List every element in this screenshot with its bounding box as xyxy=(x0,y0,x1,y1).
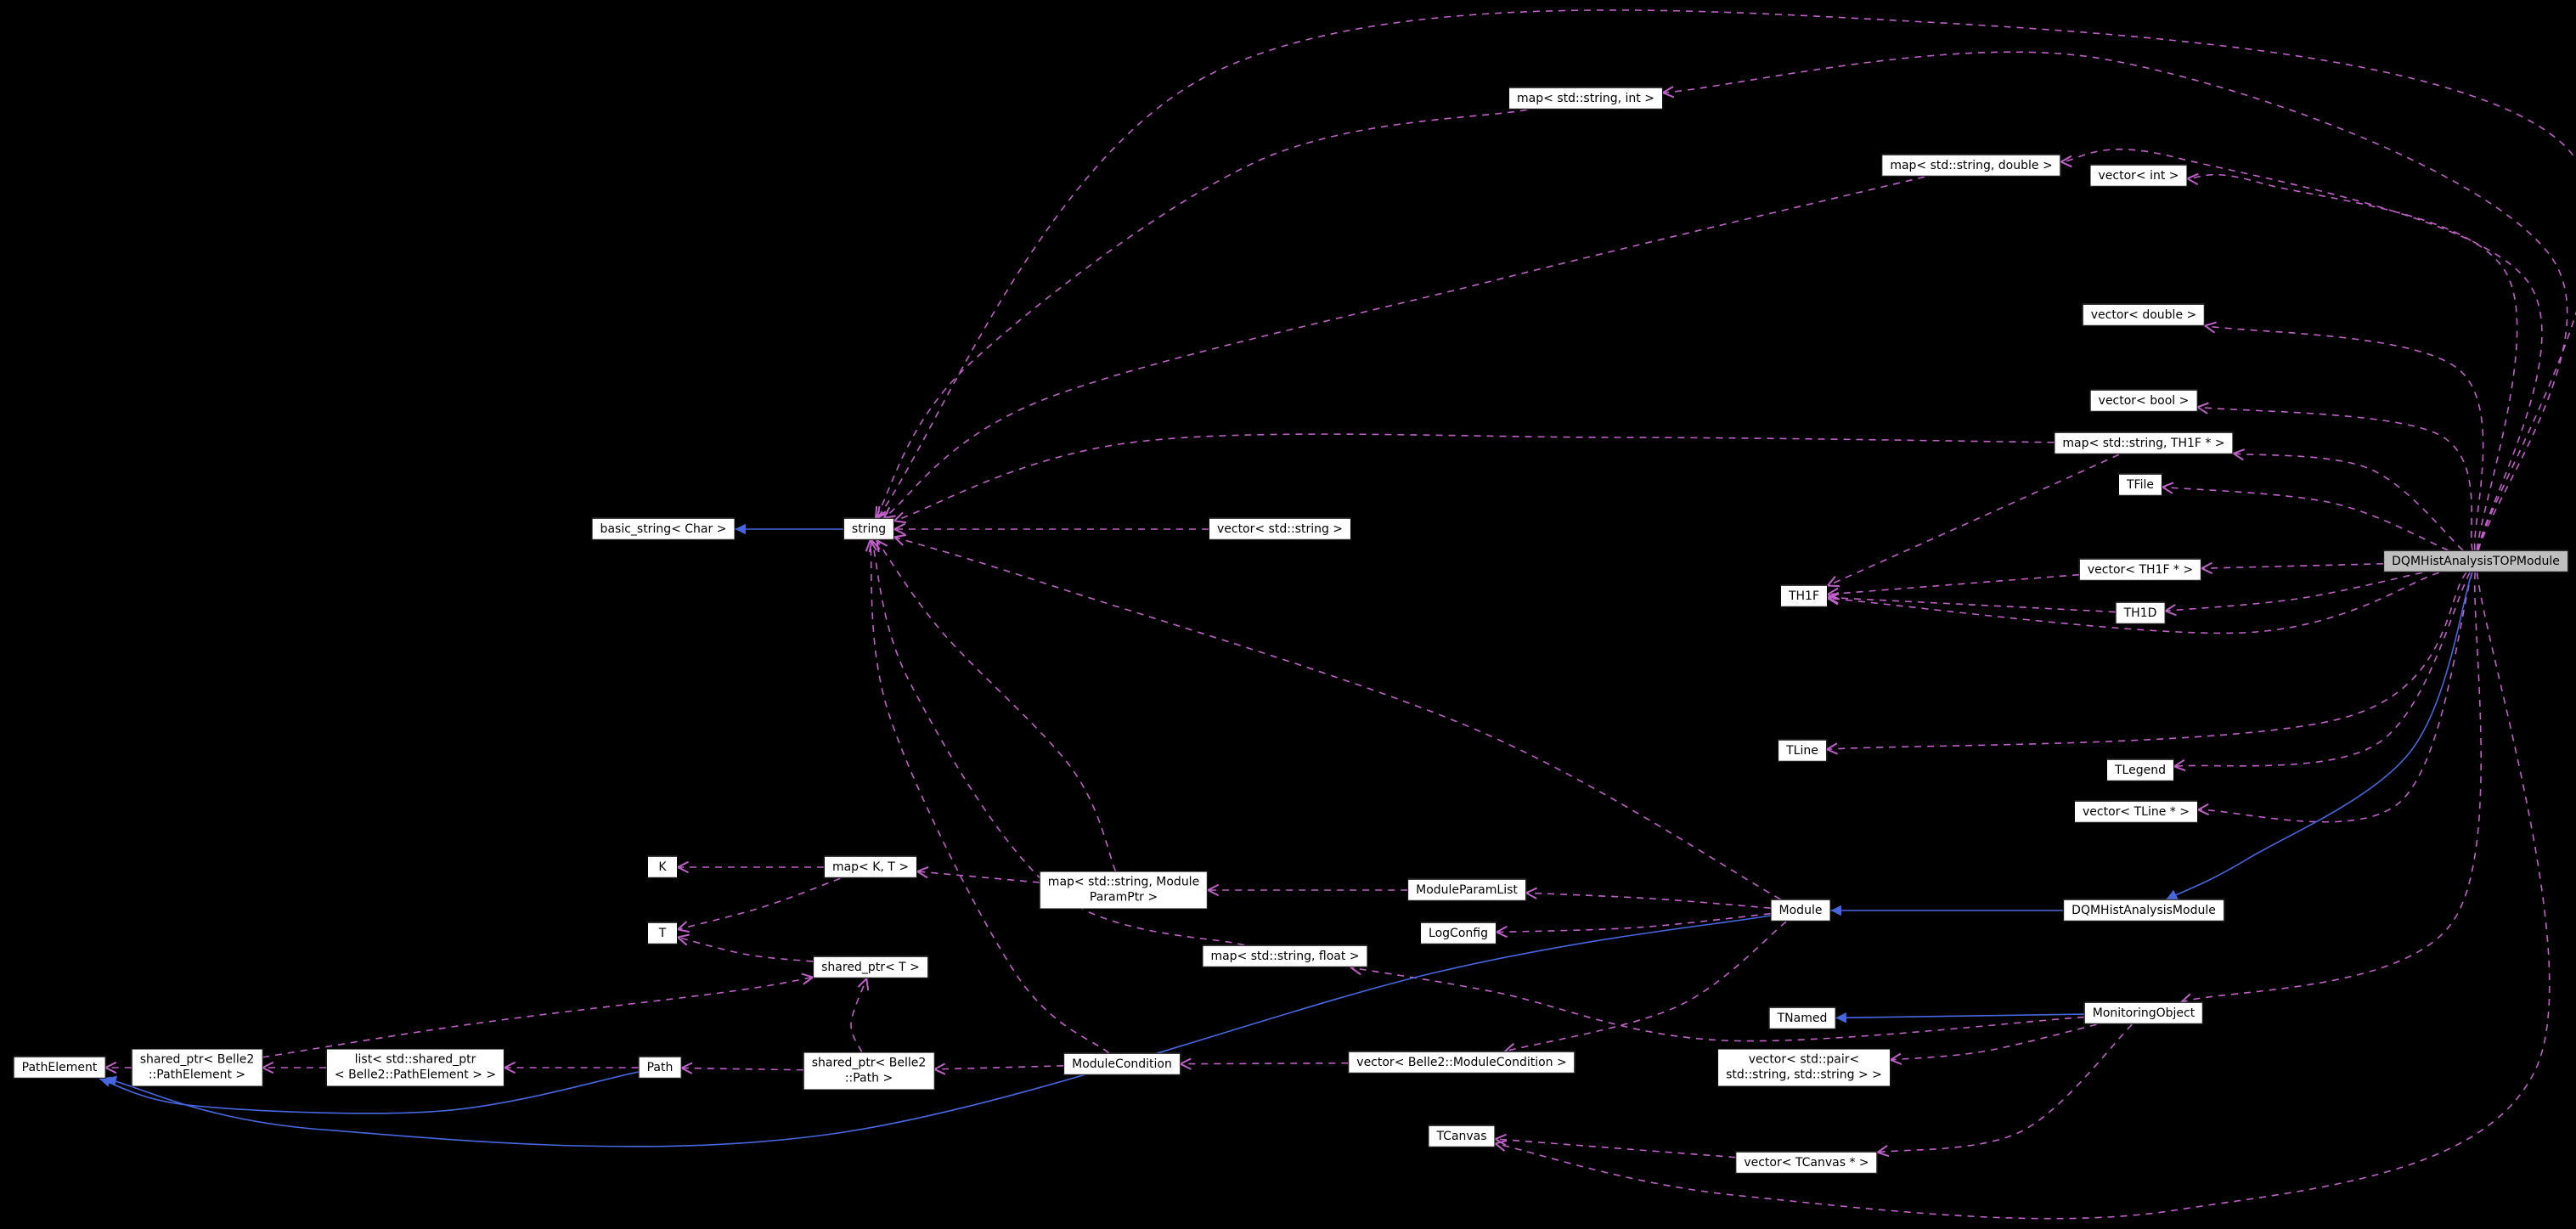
class-node-logconfig[interactable]: LogConfig xyxy=(1420,922,1497,945)
edge-msth1f-to-th1f xyxy=(1828,454,2120,585)
class-node-vth1f[interactable]: vector< TH1F * > xyxy=(2078,558,2202,582)
class-node-vmodcond[interactable]: vector< Belle2::ModuleCondition > xyxy=(1348,1051,1575,1074)
edge-top-to-msi xyxy=(1663,51,2568,550)
class-node-vstring[interactable]: vector< std::string > xyxy=(1208,517,1352,541)
class-node-vtcanvas[interactable]: vector< TCanvas * > xyxy=(1735,1151,1878,1175)
class-node-modcond[interactable]: ModuleCondition xyxy=(1063,1052,1181,1076)
edge-top-to-tlegend xyxy=(2174,572,2471,766)
edge-top-to-th1f xyxy=(1828,572,2439,634)
edge-top-to-vbool xyxy=(2197,407,2473,550)
edge-path-to-pathel xyxy=(99,1071,639,1114)
edge-module-to-str xyxy=(894,537,1781,900)
class-node-th1d[interactable]: TH1D xyxy=(2115,601,2166,625)
class-node-top[interactable]: DQMHistAnalysisTOPModule xyxy=(2383,550,2568,573)
class-node-tnamed[interactable]: TNamed xyxy=(1768,1006,1836,1030)
edge-module-to-logconfig xyxy=(1497,912,1771,933)
class-node-vint[interactable]: vector< int > xyxy=(2089,164,2188,188)
edge-module-to-vmodcond xyxy=(1505,921,1787,1051)
edge-vmodcond-to-modcond xyxy=(1181,1063,1349,1064)
edge-top-to-msth1f xyxy=(2234,454,2464,551)
edge-monobj-to-vtcanvas xyxy=(1878,1023,2133,1153)
edge-sptrpath-to-path xyxy=(681,1068,803,1069)
edge-top-to-tfile xyxy=(2162,487,2449,551)
class-node-bstring[interactable]: basic_string< Char > xyxy=(591,517,736,541)
edge-top-to-tcanvas xyxy=(1496,572,2551,1220)
class-node-str[interactable]: string xyxy=(843,517,895,541)
class-node-mapkt[interactable]: map< K, T > xyxy=(823,855,918,879)
edge-top-to-dqmham xyxy=(2166,572,2473,900)
edge-modcond-to-str xyxy=(870,540,1110,1054)
edge-vth1f-to-th1f xyxy=(1828,573,2079,595)
edge-vtcanvas-to-tcanvas xyxy=(1496,1139,1736,1159)
class-node-sptrpe[interactable]: shared_ptr< Belle2 ::PathElement > xyxy=(131,1048,263,1087)
class-node-vdouble[interactable]: vector< double > xyxy=(2082,303,2206,327)
class-node-tfile[interactable]: TFile xyxy=(2118,473,2162,497)
class-node-msi[interactable]: map< std::string, int > xyxy=(1508,87,1663,110)
edge-top-to-tline xyxy=(1827,572,2467,749)
edge-top-to-msd xyxy=(2061,148,2543,550)
class-node-msmpp[interactable]: map< std::string, Module ParamPtr > xyxy=(1039,871,1209,910)
class-node-t[interactable]: T xyxy=(647,922,678,945)
class-node-msfloat[interactable]: map< std::string, float > xyxy=(1202,944,1368,968)
class-node-sptrpath[interactable]: shared_ptr< Belle2 ::Path > xyxy=(803,1051,935,1091)
class-node-pathel[interactable]: PathElement xyxy=(13,1056,106,1080)
edge-msth1f-to-str xyxy=(894,433,2055,521)
edge-top-to-monobj xyxy=(2182,572,2482,1002)
class-node-sptrt[interactable]: shared_ptr< T > xyxy=(813,956,928,979)
edge-monobj-to-tnamed xyxy=(1835,1012,2084,1023)
class-node-vpair[interactable]: vector< std::pair< std::string, std::str… xyxy=(1717,1048,1891,1087)
edge-top-to-vdouble xyxy=(2205,325,2484,550)
edge-top-to-th1d xyxy=(2165,572,2423,611)
class-node-mpl[interactable]: ModuleParamList xyxy=(1407,878,1526,902)
class-node-module[interactable]: Module xyxy=(1770,899,1831,922)
edge-top-to-vth1f xyxy=(2201,564,2384,568)
edge-top-to-str xyxy=(877,9,2576,550)
edge-msi-to-str xyxy=(876,109,1527,518)
edge-module-to-mpl xyxy=(1526,893,1771,909)
edge-sptrt-to-t xyxy=(678,938,814,962)
edge-msd-to-str xyxy=(884,176,1925,518)
edge-th1d-to-th1f xyxy=(1828,597,2116,613)
edge-sptrpe-to-sptrt xyxy=(262,978,813,1058)
class-node-vtline[interactable]: vector< TLine * > xyxy=(2074,800,2198,824)
edge-msfloat-to-str xyxy=(872,540,1245,946)
class-node-tcanvas[interactable]: TCanvas xyxy=(1428,1125,1496,1148)
class-node-msd[interactable]: map< std::string, double > xyxy=(1881,154,2061,178)
edge-monobj-to-vpair xyxy=(1891,1023,2097,1060)
edge-top-to-vint xyxy=(2188,175,2518,550)
edge-msmpp-to-str xyxy=(877,540,1117,871)
class-node-tline[interactable]: TLine xyxy=(1778,739,1827,763)
edge-mapkt-to-t xyxy=(678,877,841,929)
edge-modcond-to-sptrpath xyxy=(934,1066,1064,1069)
edge-module-to-pathel xyxy=(105,915,1771,1147)
edge-msmpp-to-mapkt xyxy=(917,871,1040,883)
class-node-k[interactable]: K xyxy=(647,855,678,879)
class-node-vbool[interactable]: vector< bool > xyxy=(2089,389,2198,413)
edge-sptrpath-to-sptrt xyxy=(850,978,866,1052)
class-node-msth1f[interactable]: map< std::string, TH1F * > xyxy=(2054,431,2234,455)
edge-monobj-to-msfloat xyxy=(1351,967,2084,1042)
edge-top-to-vtline xyxy=(2198,572,2473,823)
class-node-tlegend[interactable]: TLegend xyxy=(2106,758,2174,782)
class-node-monobj[interactable]: MonitoringObject xyxy=(2083,1001,2204,1025)
class-node-th1f[interactable]: TH1F xyxy=(1779,584,1829,608)
class-node-path[interactable]: Path xyxy=(638,1056,682,1080)
class-node-listpe[interactable]: list< std::shared_ptr < Belle2::PathElem… xyxy=(325,1048,505,1087)
class-node-dqmham[interactable]: DQMHistAnalysisModule xyxy=(2063,899,2224,922)
